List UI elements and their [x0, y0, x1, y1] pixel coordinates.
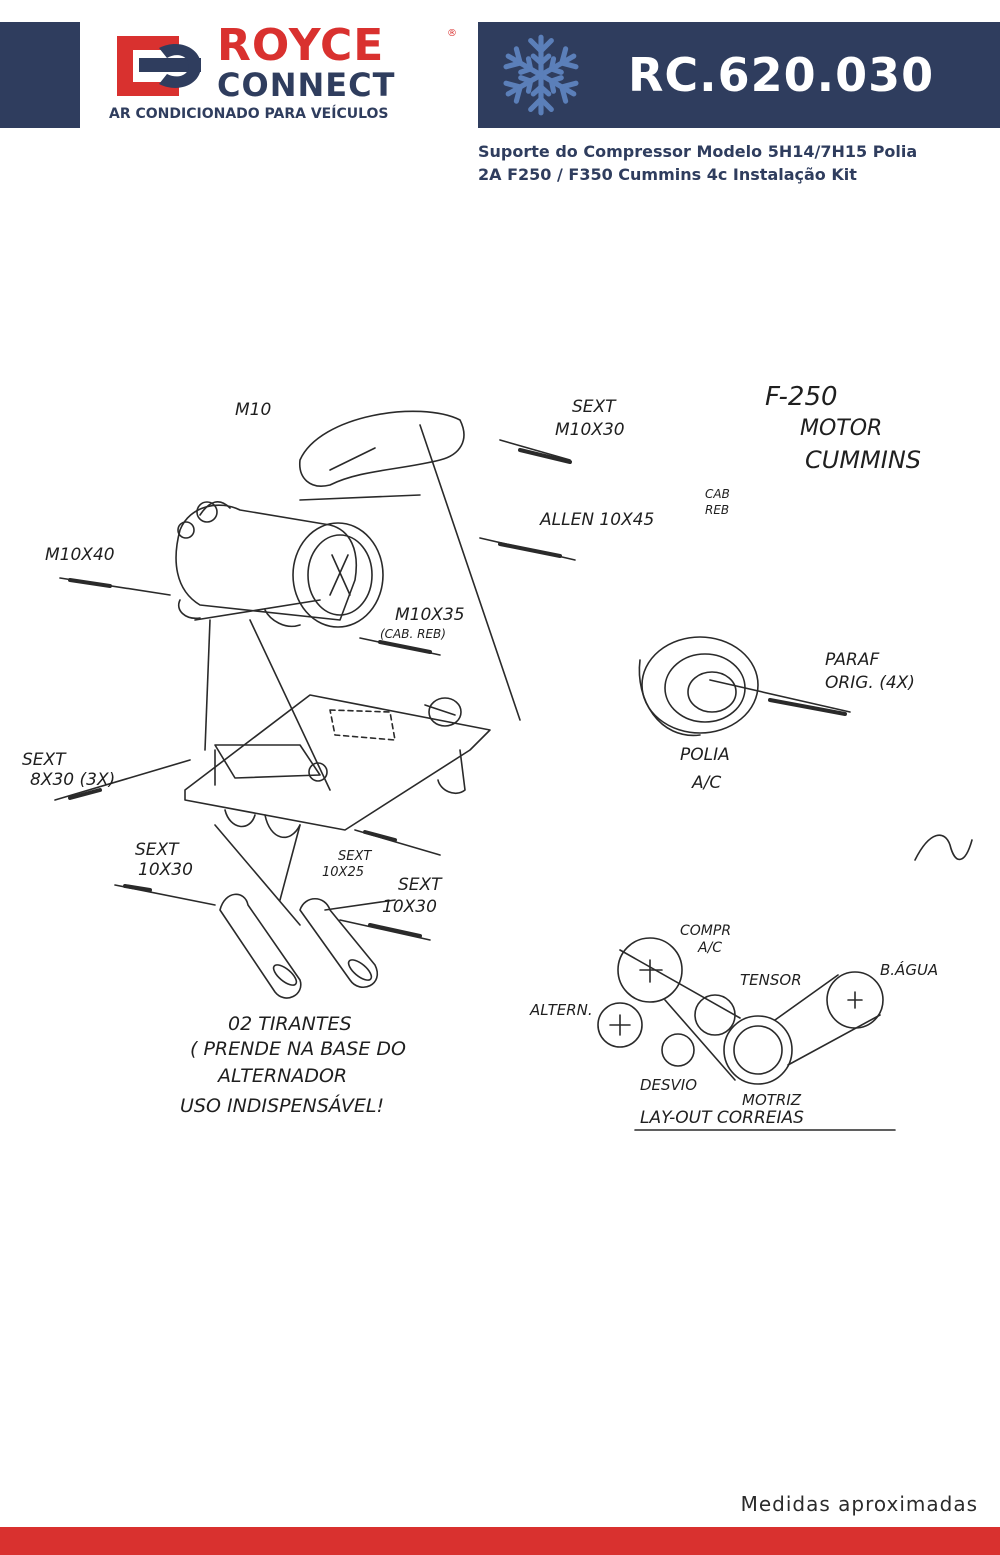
label-m10x35-note: (CAB. REB) [380, 627, 446, 641]
note-line-4: USO INDISPENSÁVEL! [180, 1094, 384, 1117]
label-sext-8x30-b: 8X30 (3X) [30, 770, 115, 790]
label-allen-note-b: REB [705, 503, 729, 517]
label-sext-m10x30-b: M10X30 [555, 420, 625, 440]
label-m10x40: M10X40 [45, 545, 115, 565]
label-sext-10x25-a: SEXT [338, 849, 372, 864]
label-polia-a: POLIA [680, 745, 730, 765]
label-sext-10x25-b: 10X25 [322, 865, 364, 880]
label-polia-b: A/C [691, 773, 721, 793]
belt-label-compr-a: COMPR [680, 923, 731, 939]
product-description: Suporte do Compressor Modelo 5H14/7H15 P… [478, 140, 988, 186]
label-sext-m10x30-a: SEXT [572, 397, 617, 417]
product-description-line2: 2A F250 / F350 Cummins 4c Instalação Kit [478, 165, 857, 184]
header-left-block [0, 22, 80, 128]
belt-layout-title: LAY-OUT CORREIAS [640, 1108, 804, 1128]
brand-logo: ROYCE ® CONNECT AR CONDICIONADO PARA VEÍ… [105, 20, 465, 128]
belt-label-motriz: MOTRIZ [742, 1091, 802, 1109]
label-sext-10x30-right-a: SEXT [398, 875, 443, 895]
brand-name-bottom: CONNECT [217, 66, 396, 104]
note-line-1: 02 TIRANTES [228, 1013, 352, 1035]
footer-bar [0, 1527, 1000, 1555]
brand-name-top: ROYCE [217, 20, 385, 71]
label-m10x35: M10X35 [395, 605, 465, 625]
label-allen: ALLEN 10X45 [539, 510, 654, 530]
product-code: RC.620.030 [628, 48, 935, 102]
belt-label-tensor: TENSOR [740, 971, 802, 989]
product-description-line1: Suporte do Compressor Modelo 5H14/7H15 P… [478, 142, 918, 161]
registered-mark: ® [447, 28, 457, 39]
header-product-block: RC.620.030 [478, 22, 1000, 128]
snowflake-icon [498, 34, 584, 118]
label-m10: M10 [235, 400, 271, 420]
belt-label-desvio: DESVIO [640, 1076, 697, 1094]
label-sext-8x30-a: SEXT [22, 750, 67, 770]
label-sext-10x30-left-a: SEXT [135, 840, 180, 860]
installation-sketch: M10 SEXT M10X30 ALLEN 10X45 CAB REB M10X… [22, 382, 973, 1131]
drawing-title-line3: CUMMINS [805, 446, 921, 474]
belt-label-compr-b: A/C [697, 940, 722, 956]
label-paraf-b: ORIG. (4X) [825, 673, 915, 693]
note-line-3: ALTERNADOR [216, 1065, 347, 1087]
drawing-title-line2: MOTOR [800, 416, 882, 441]
belt-label-altern: ALTERN. [529, 1001, 593, 1019]
label-sext-10x30-left-b: 10X30 [138, 860, 193, 880]
label-paraf-a: PARAF [825, 650, 879, 670]
royce-q-logo-icon [117, 36, 201, 96]
label-sext-10x30-right-b: 10X30 [382, 897, 437, 917]
drawing-title-line1: F-250 [765, 382, 838, 412]
brand-tagline: AR CONDICIONADO PARA VEÍCULOS [109, 106, 389, 122]
footer-note: Medidas aproximadas [740, 1492, 978, 1516]
belt-label-b-agua: B.ÁGUA [880, 960, 938, 979]
note-line-2: ( PRENDE NA BASE DO [190, 1038, 406, 1060]
label-allen-note-a: CAB [705, 487, 730, 501]
